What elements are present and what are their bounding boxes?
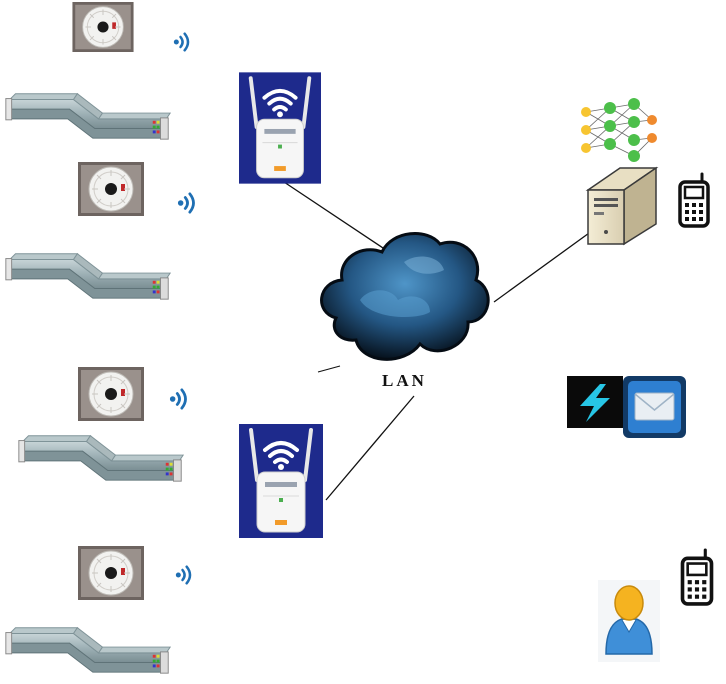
sensor-unit-4: [5, 545, 192, 674]
sensor-unit-2: [5, 161, 195, 300]
mobile-phone-icon: [678, 172, 710, 228]
sensor-unit-3: [18, 366, 187, 482]
busway-duct-icon: [18, 435, 184, 482]
wifi-router-icon: [239, 72, 321, 184]
busway-duct-icon: [5, 93, 171, 140]
smoke-detector-icon: [78, 545, 144, 601]
smoke-detector-icon: [78, 366, 144, 422]
link-router-bottom-to-cloud: [325, 395, 415, 501]
envelope-icon: [623, 376, 686, 438]
busway-duct-icon: [5, 253, 171, 300]
sensor-unit-1: [5, 2, 190, 140]
link-router-top-to-cloud: [283, 181, 393, 255]
wireless-signal-icon: [174, 565, 192, 585]
lightning-icon: [567, 376, 623, 428]
wireless-signal-icon: [176, 192, 195, 214]
smoke-detector-icon: [72, 2, 134, 52]
busway-duct-icon: [5, 627, 171, 674]
lan-cloud: [317, 232, 490, 373]
neural-network-icon: [581, 98, 657, 162]
smoke-detector-icon: [78, 161, 144, 217]
wifi-router-icon: [239, 424, 323, 538]
server-tower-icon: [585, 166, 659, 246]
wireless-signal-icon: [172, 32, 190, 52]
mobile-phone-icon: [680, 548, 714, 606]
wireless-signal-icon: [168, 388, 187, 410]
link-cloud-to-server: [493, 227, 597, 303]
user-avatar-icon: [598, 580, 660, 662]
lan-label: LAN: [382, 371, 427, 390]
